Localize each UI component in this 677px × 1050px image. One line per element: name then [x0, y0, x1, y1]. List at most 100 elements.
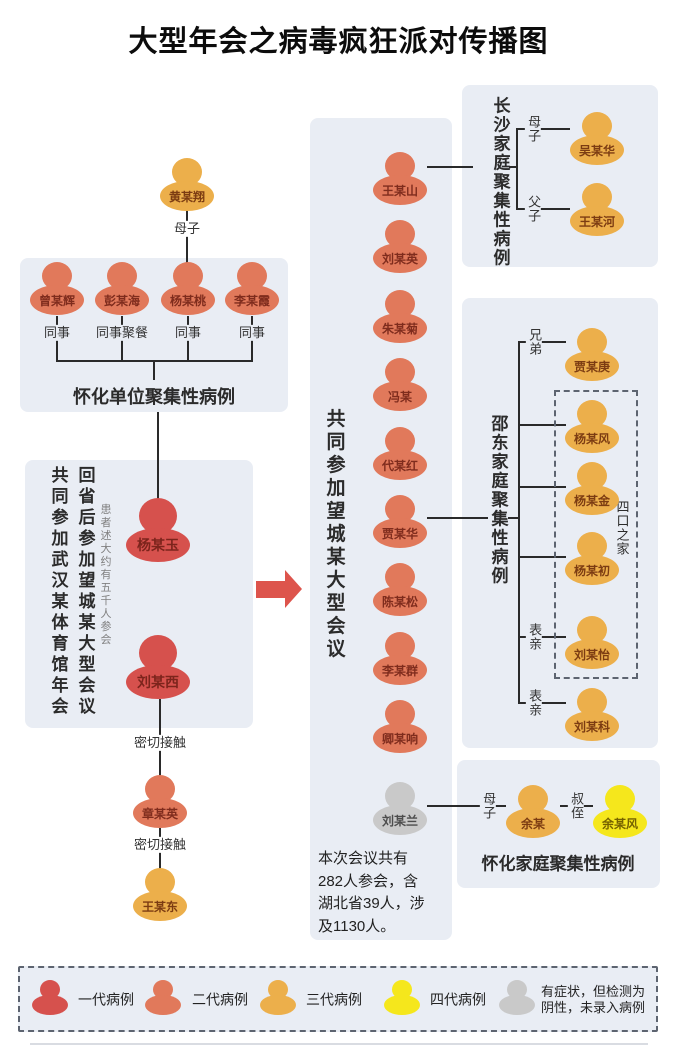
person-name: 杨某金 [573, 493, 610, 508]
person-body-icon: 代某红 [373, 450, 427, 480]
person-yu-mou: 余某 [506, 785, 560, 838]
person-dai-mou-hong: 代某红 [373, 427, 427, 480]
person-body-icon: 刘某西 [126, 665, 190, 699]
person-name: 代某红 [381, 458, 418, 473]
spread-arrow-icon [256, 570, 302, 608]
person-name: 余某 [520, 816, 545, 831]
person-liu-mou-lan: 刘某兰 [373, 782, 427, 835]
person-body-icon: 彭某海 [95, 285, 149, 315]
person-liu-mou-ke: 刘某科 [565, 688, 619, 741]
person-body-icon [145, 995, 181, 1015]
relation-label: 兄弟 [525, 325, 543, 359]
connector-line [509, 166, 518, 168]
connector-line [516, 208, 570, 210]
person-body-icon: 杨某风 [565, 423, 619, 453]
person-name: 彭某海 [103, 293, 140, 308]
person-name: 吴某华 [578, 143, 615, 158]
connector-line [427, 166, 473, 168]
person-name: 黄某翔 [168, 189, 205, 204]
relation-label: 密切接触 [130, 734, 190, 752]
person-body-icon: 刘某兰 [373, 805, 427, 835]
person-body-icon: 卿某响 [373, 723, 427, 753]
person-name: 刘某怡 [573, 647, 610, 662]
legend-label: 四代病例 [430, 991, 486, 1008]
person-body-icon [384, 995, 420, 1015]
person-body-icon [260, 995, 296, 1015]
person-name: 王某山 [381, 183, 418, 198]
person-jia-mou-hua: 贾某华 [373, 495, 427, 548]
connector-line [518, 341, 520, 704]
person-head-icon [392, 980, 412, 999]
relation-label: 表亲 [525, 686, 543, 720]
person-body-icon: 王某河 [570, 206, 624, 236]
person-head-icon [40, 980, 60, 999]
relation-label: 父子 [524, 192, 542, 226]
person-body-icon: 贾某庚 [565, 351, 619, 381]
connector-line [157, 412, 159, 500]
legend-label: 有症状，但检测为 阴性，未录入病例 [541, 983, 646, 1015]
relation-label: 同事 [235, 324, 269, 342]
bottom-divider [30, 1043, 648, 1045]
person-name: 章某英 [141, 806, 178, 821]
person-name: 王某东 [141, 899, 178, 914]
legend-label: 二代病例 [192, 991, 248, 1008]
person-body-icon: 王某山 [373, 175, 427, 205]
person-liu-mou-yi: 刘某怡 [565, 616, 619, 669]
person-feng-mou: 冯某 [373, 358, 427, 411]
cluster-box-changsha-family [462, 85, 658, 267]
connector-line [508, 517, 520, 519]
person-yang-mou-feng: 杨某风 [565, 400, 619, 453]
relation-label: 母子 [479, 789, 497, 823]
family-of-four-label: 四口之家 [614, 500, 630, 556]
page-title: 大型年会之病毒疯狂派对传播图 [128, 26, 549, 58]
person-name: 刘某科 [573, 719, 610, 734]
person-body-icon: 朱某菊 [373, 313, 427, 343]
person-wang-mou-he: 王某河 [570, 183, 624, 236]
person-body-icon: 李某群 [373, 655, 427, 685]
wuhan-meeting-title-2: 回省后参加望城某大型会议 [75, 466, 95, 718]
person-yang-mou-chu: 杨某初 [565, 532, 619, 585]
connector-line [427, 517, 488, 519]
connector-line [516, 128, 518, 210]
person-body-icon: 杨某玉 [126, 528, 190, 562]
person-legend-icon [32, 980, 68, 1015]
person-yang-mou-tao: 杨某桃 [161, 262, 215, 315]
person-name: 李某霞 [233, 293, 270, 308]
connector-line [427, 805, 506, 807]
person-body-icon: 章某英 [133, 798, 187, 828]
person-name: 杨某桃 [169, 293, 206, 308]
person-head-icon [507, 980, 527, 999]
person-body-icon: 冯某 [373, 381, 427, 411]
person-body-icon: 贾某华 [373, 518, 427, 548]
person-name: 杨某风 [573, 431, 610, 446]
person-legend-icon [145, 980, 181, 1015]
person-name: 陈某松 [381, 594, 418, 609]
person-name: 王某河 [578, 214, 615, 229]
person-body-icon: 杨某初 [565, 555, 619, 585]
person-peng-mou-hai: 彭某海 [95, 262, 149, 315]
person-legend-icon [260, 980, 296, 1015]
person-qing-mou-xiang: 卿某响 [373, 700, 427, 753]
person-name: 卿某响 [381, 731, 418, 746]
person-name: 贾某庚 [573, 359, 610, 374]
person-body-icon: 杨某金 [565, 485, 619, 515]
person-name: 刘某英 [381, 251, 418, 266]
person-name: 余某风 [601, 816, 638, 831]
person-body-icon: 刘某英 [373, 243, 427, 273]
relation-label: 同事 [40, 324, 74, 342]
person-yang-mou-yu: 杨某玉 [126, 498, 190, 562]
person-name: 贾某华 [381, 526, 418, 541]
person-head-icon [153, 980, 173, 999]
person-body-icon: 刘某科 [565, 711, 619, 741]
person-body-icon: 李某霞 [225, 285, 279, 315]
person-head-icon [268, 980, 288, 999]
person-body-icon [32, 995, 68, 1015]
person-name: 刘某兰 [381, 813, 418, 828]
legend [18, 966, 658, 1032]
relation-label: 同事聚餐 [92, 324, 152, 342]
relation-label: 表亲 [525, 620, 543, 654]
person-body-icon [499, 995, 535, 1015]
relation-label: 母子 [524, 112, 542, 146]
person-body-icon: 曾某辉 [30, 285, 84, 315]
